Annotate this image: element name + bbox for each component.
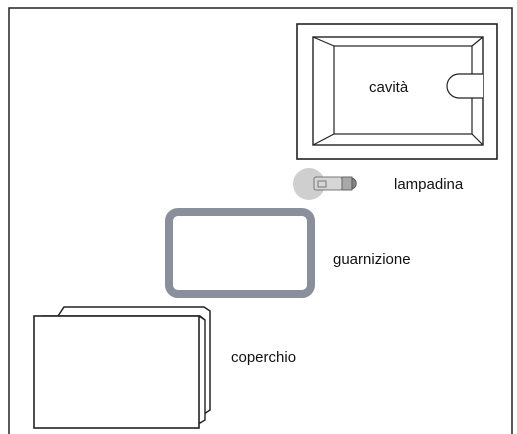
gasket-part [165,208,315,298]
cavity-lamp-socket [446,73,483,99]
cover-front-panel [33,315,200,429]
bulb-contact [351,177,357,190]
bulb-base [341,176,353,191]
cavity-label: cavità [369,79,409,96]
cover-edge-line [198,315,206,321]
cavity-edge-br [471,133,484,146]
cavity-edge-bl [312,133,335,146]
cavity-edge-tl [312,36,335,47]
outer-frame [8,7,513,434]
bulb-glass [293,168,325,200]
gasket-label: guarnizione [333,251,411,268]
cavity-edge-tr [471,36,484,47]
bulb-part [293,168,357,200]
cover-label: coperchio [231,349,297,366]
bulb-label: lampadina [394,176,464,193]
cover-part [33,306,211,429]
bulb-filament [317,180,327,188]
cavity-part [296,23,498,160]
